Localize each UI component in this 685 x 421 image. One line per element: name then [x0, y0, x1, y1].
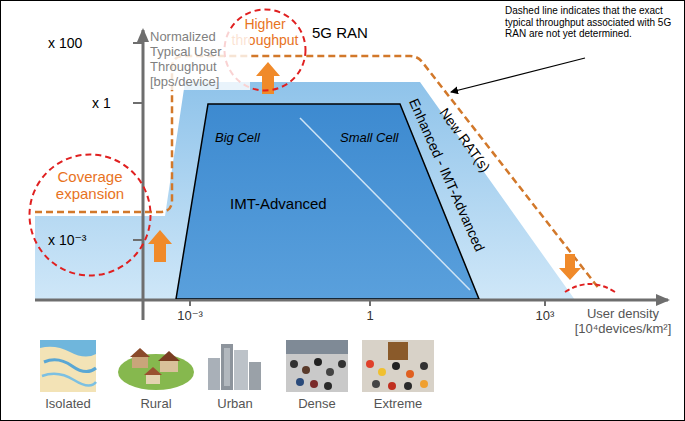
tick-label: x 1: [92, 95, 111, 111]
tick-label: x 10⁻³: [48, 232, 87, 248]
illustration-part: [388, 382, 396, 390]
isolated-icon: [40, 340, 96, 392]
down-arrow: [559, 254, 581, 280]
axis-title: Normalized Typical User Throughput [bps/…: [150, 30, 250, 90]
illustration-part: [310, 380, 318, 388]
illustration-part: [224, 348, 230, 386]
illustration-part: [338, 360, 346, 368]
illustration-part: [221, 344, 233, 390]
illustration-part: [146, 374, 160, 384]
illustration-part: [324, 382, 332, 390]
tick: [189, 300, 191, 306]
y-axis: [142, 30, 145, 320]
illustration-part: [404, 382, 412, 390]
cell-label: Small Cell: [340, 131, 399, 146]
axis-title: User density [10⁴devices/km²]: [565, 307, 681, 337]
region-label: IMT-Advanced: [230, 195, 327, 212]
illustration-part: [366, 360, 374, 368]
illustration-part: [118, 354, 194, 390]
tick: [544, 300, 546, 306]
illustration-part: [158, 351, 180, 361]
leader-arrow: [451, 58, 585, 92]
category-label: Extreme: [374, 397, 422, 412]
tick-label: x 100: [48, 35, 82, 51]
illustration-part: [392, 362, 400, 370]
illustration-part: [378, 368, 386, 376]
urban-icon: [208, 344, 261, 390]
dense-icon: [286, 340, 348, 392]
tick: [133, 42, 143, 44]
extreme-icon: [362, 340, 434, 392]
cell-label: Big Cell: [215, 131, 260, 146]
rural-icon: [118, 348, 194, 390]
illustration-part: [314, 358, 322, 366]
circle-label: Coverage expansion: [28, 168, 152, 203]
illustration-part: [42, 374, 96, 386]
illustration-part: [160, 360, 178, 372]
illustration-part: [40, 340, 96, 392]
note-text: Dashed line indicates that the exact typ…: [505, 5, 681, 40]
tick: [369, 300, 371, 306]
illustration-part: [406, 370, 414, 378]
tick: [133, 239, 143, 241]
tick-label: 10³: [536, 309, 555, 324]
illustration-part: [234, 350, 248, 390]
tick: [133, 102, 143, 104]
illustration-part: [326, 368, 334, 376]
illustration-part: [362, 340, 434, 392]
illustration-part: [420, 380, 428, 388]
up-arrow: [148, 230, 172, 262]
tick-label: 10⁻³: [177, 309, 203, 324]
illustration-part: [144, 367, 162, 375]
illustration-part: [372, 380, 380, 388]
category-label: Isolated: [45, 397, 91, 412]
illustration-part: [290, 360, 298, 368]
illustration-part: [44, 360, 96, 372]
illustration-part: [40, 340, 96, 357]
category-label: Urban: [217, 397, 252, 412]
illustration-part: [286, 340, 348, 392]
illustration-part: [249, 362, 261, 390]
circle-arc: [565, 284, 615, 292]
illustration-part: [296, 378, 304, 386]
illustration-part: [420, 362, 428, 370]
illustration-part: [130, 348, 150, 357]
category-label: Rural: [140, 397, 171, 412]
illustration-part: [388, 342, 408, 360]
illustration-part: [302, 366, 310, 374]
highlight-circle: Coverage expansion: [28, 153, 152, 277]
tick-label: 1: [366, 309, 373, 324]
category-label: Dense: [298, 397, 336, 412]
illustration-part: [132, 356, 148, 368]
region-title: 5G RAN: [312, 24, 368, 41]
illustration-part: [286, 340, 348, 354]
illustration-part: [208, 358, 220, 390]
